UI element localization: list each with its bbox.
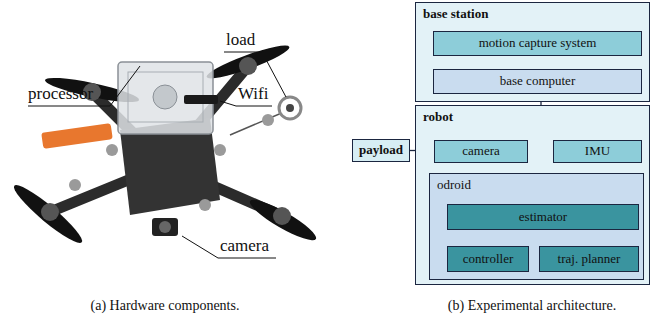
box-label: camera <box>462 144 500 158</box>
processor-box: odroid estimator controller traj. planner <box>429 173 644 280</box>
box-label: controller <box>463 252 514 266</box>
panel-heading: robot <box>423 109 453 125</box>
box-label: motion capture system <box>479 36 597 50</box>
panel-heading: base station <box>423 6 488 22</box>
sensor-box: camera <box>434 140 528 163</box>
process-box: base computer <box>433 69 642 94</box>
box-label: IMU <box>585 144 610 158</box>
process-box: motion capture system <box>433 31 642 56</box>
box-label: traj. planner <box>558 252 621 266</box>
quadrotor-illustration <box>9 40 320 258</box>
figure-caption: (a) Hardware components. <box>91 298 240 314</box>
callout-label: camera <box>220 236 269 256</box>
callout-label: processor <box>28 84 93 104</box>
box-label: base computer <box>500 74 575 88</box>
figure-caption: (b) Experimental architecture. <box>448 298 616 314</box>
base-station-panel: base station motion capture system base co… <box>415 2 650 102</box>
box-label: payload <box>359 143 403 157</box>
process-box: controller <box>447 246 529 272</box>
process-box: estimator <box>447 204 639 230</box>
process-box: traj. planner <box>539 246 639 272</box>
box-label: estimator <box>519 210 567 224</box>
callout-label: load <box>226 30 255 50</box>
input-box: payload <box>352 139 410 162</box>
sensor-box: IMU <box>553 140 642 163</box>
robot-panel: robot camera IMU odroid estimator controller t… <box>415 105 650 285</box>
panel-heading: odroid <box>437 177 471 193</box>
callout-label: Wifi <box>238 84 268 104</box>
